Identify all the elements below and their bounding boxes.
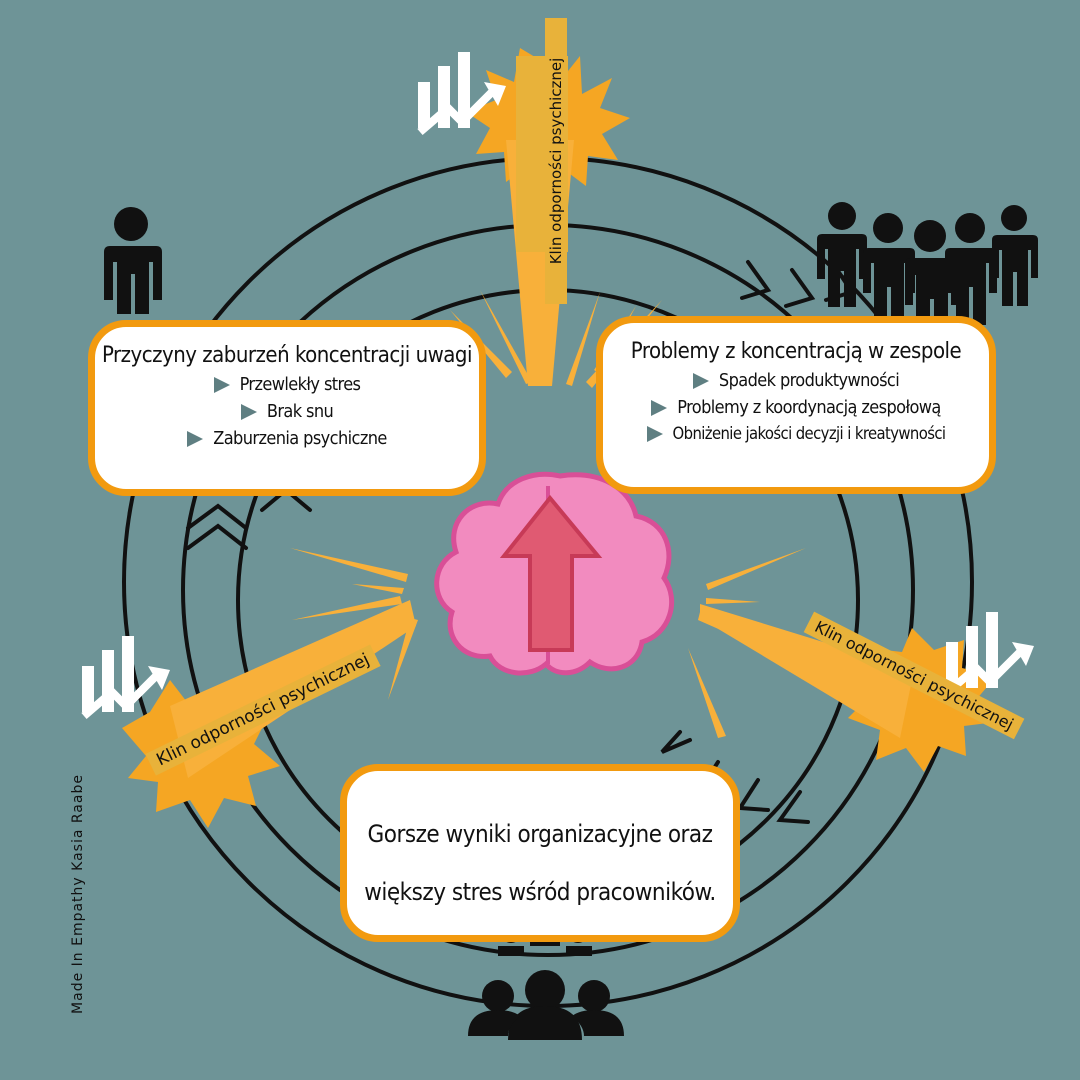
bullet-arrow-icon [187, 430, 204, 447]
bullet-arrow-icon [651, 399, 668, 416]
outcome-line-2: większy stres wśród pracowników. [364, 878, 716, 906]
team-icon [817, 202, 1038, 339]
list-item: Zaburzenia psychiczne [95, 428, 479, 449]
causes-box: Przyczyny zaburzeń koncentracji uwagi Pr… [88, 320, 486, 496]
team-problems-title: Problemy z koncentracją w zespole [630, 339, 962, 364]
credit-text: Made In Empathy Kasia Raabe [69, 774, 86, 1014]
bullet-arrow-icon [213, 376, 230, 393]
wedge-label-top: Klin odporności psychicznej [545, 18, 567, 304]
bullet-arrow-icon [692, 372, 709, 389]
list-item: Przewlekły stres [95, 374, 479, 395]
outcome-box: Gorsze wyniki organizacyjne oraz większy… [340, 764, 740, 942]
person-icon [104, 207, 162, 314]
brain-icon [434, 471, 675, 676]
list-item: Spadek produktywności [603, 370, 989, 391]
bullet-arrow-icon [646, 425, 663, 442]
causes-title: Przyczyny zaburzeń koncentracji uwagi [101, 343, 473, 368]
list-item: Problemy z koordynacją zespołową [603, 397, 989, 418]
growth-chart-icon [81, 52, 1034, 720]
outcome-line-1: Gorsze wyniki organizacyjne oraz [367, 820, 713, 848]
list-item: Obniżenie jakości decyzji i kreatywności [603, 424, 989, 443]
list-item: Brak snu [95, 401, 479, 422]
bullet-arrow-icon [240, 403, 257, 420]
team-problems-box: Problemy z koncentracją w zespole Spadek… [596, 316, 996, 494]
